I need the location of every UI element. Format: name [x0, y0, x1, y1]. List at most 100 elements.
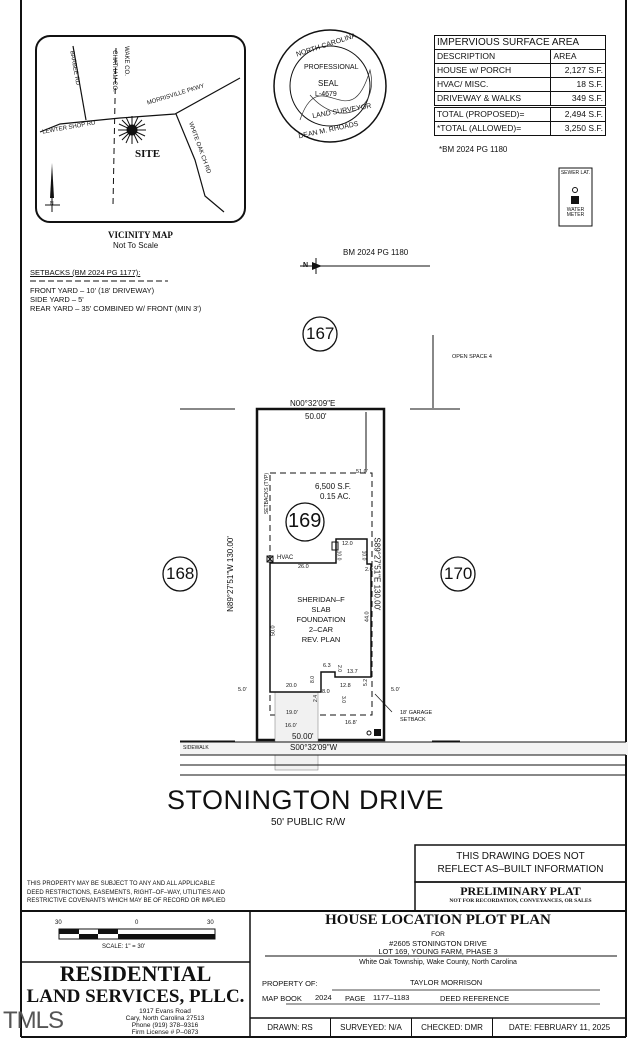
lot-168: 168: [166, 564, 195, 583]
column-header: DESCRIPTION: [433, 49, 552, 64]
dim: 19.0': [286, 710, 298, 716]
plan-lot: LOT 169, YOUNG FARM, PHASE 3: [378, 947, 498, 956]
sidewalk-label: SIDEWALK: [183, 745, 209, 751]
row-area: 2,127 S.F.: [550, 63, 606, 78]
sewer-icon: [572, 187, 578, 193]
house-plan: REV. PLAN: [301, 635, 341, 644]
distance-top: 50.00': [305, 412, 327, 421]
bearing-left: N89°27'51"W 130.00': [225, 536, 235, 612]
plan-address: #2605 STONINGTON DRIVE: [389, 939, 487, 948]
dim: 8.0: [322, 689, 330, 695]
surveyed-by: SURVEYED: N/A: [331, 1018, 412, 1037]
row-area: 3,250 S.F.: [550, 121, 606, 136]
table-title: IMPERVIOUS SURFACE AREA: [434, 35, 606, 50]
house-foundation-2: FOUNDATION: [296, 615, 346, 624]
bearing-bottom: S00°32'09"W: [290, 743, 338, 752]
lot-area-ac: 0.15 AC.: [320, 492, 351, 501]
setbacks-title: SETBACKS (BM 2024 PG 1177):: [30, 268, 141, 277]
surveyor-seal: [273, 29, 387, 143]
row-area: 349 S.F.: [550, 91, 606, 107]
drawn-by: DRAWN: RS: [250, 1018, 331, 1037]
note-line: THIS DRAWING DOES NOT: [456, 851, 585, 862]
house-footprint: [269, 538, 372, 693]
setback-rear: REAR YARD – 35' COMBINED W/ FRONT (MIN 3…: [30, 304, 202, 313]
checked-by: CHECKED: DMR: [412, 1018, 493, 1037]
distance-bottom: 50.00': [292, 732, 314, 741]
plot-north-label: N: [303, 262, 309, 269]
scale-tick: 0: [135, 920, 139, 926]
garage-setback-label: 18' GARAGE SETBACK: [400, 710, 433, 723]
rear-dimension: 51.0': [356, 469, 368, 475]
row-area: 2,494 S.F.: [550, 105, 606, 122]
table-footnote: *BM 2024 PG 1180: [439, 145, 508, 154]
site-starburst-icon: [118, 116, 146, 144]
site-label: SITE: [135, 148, 161, 160]
plot-north-arrow-icon: [300, 258, 430, 274]
lot-167: 167: [306, 324, 335, 343]
dim: 2.0: [365, 567, 373, 573]
company-phone: Phone (919) 378–9316: [131, 1022, 199, 1029]
dim: 13.7: [347, 669, 358, 675]
plan-date: DATE: FEBRUARY 11, 2025: [508, 1023, 611, 1032]
page-value: 1177–1183: [373, 993, 410, 1002]
row-desc: *TOTAL (ALLOWED)=: [433, 121, 552, 136]
side-setback-left: 5.0': [238, 687, 247, 693]
sewer-legend: SEWER LAT.: [560, 170, 591, 176]
bearing-top: N00°32'09"E: [290, 399, 336, 408]
property-of-label: PROPERTY OF:: [262, 979, 318, 988]
row-desc: TOTAL (PROPOSED)=: [433, 105, 552, 122]
asbuilt-note: THIS DRAWING DOES NOT REFLECT AS–BUILT I…: [415, 850, 626, 876]
dim: 16.8': [345, 720, 357, 726]
street-name: STONINGTON DRIVE: [167, 785, 445, 815]
note-line: THIS PROPERTY MAY BE SUBJECT TO ANY AND …: [27, 881, 215, 887]
table-row: TOTAL (PROPOSED)=2,494 S.F.: [433, 105, 606, 122]
dim: 2.0: [335, 665, 342, 672]
restrictions-note: THIS PROPERTY MAY BE SUBJECT TO ANY AND …: [27, 880, 225, 906]
plan-title: HOUSE LOCATION PLOT PLAN: [325, 912, 551, 928]
lot-170: 170: [444, 564, 473, 583]
note-line: REFLECT AS–BUILT INFORMATION: [437, 864, 604, 875]
setbacks-typ: SETBACKS (TYP): [264, 472, 271, 515]
road-label: CHATHAM CO.: [110, 50, 117, 92]
vicinity-map-subtitle: Not To Scale: [113, 241, 159, 250]
company-name-1: RESIDENTIAL: [59, 961, 212, 986]
water-legend: WATER METER: [566, 207, 585, 218]
scale-label: SCALE: 1" = 30': [102, 944, 146, 950]
dim: 10.0: [335, 550, 342, 561]
row-desc: HVAC/ MISC.: [433, 77, 552, 92]
dim: 20.0: [286, 683, 297, 689]
lot-169: 169: [288, 510, 322, 532]
house-label: SHERIDAN–F SLAB FOUNDATION 2–CAR REV. PL…: [276, 595, 366, 645]
row-desc: DRIVEWAY & WALKS: [433, 91, 552, 107]
north-arrow-icon: [45, 163, 60, 212]
dim: 8.0: [309, 676, 316, 683]
scale-tick: 30: [207, 920, 214, 926]
water-meter-icon: [571, 196, 579, 204]
lot-area-sf: 6,500 S.F.: [315, 482, 352, 491]
table-row: HVAC/ MISC.18 S.F.: [433, 77, 606, 92]
open-space-label: OPEN SPACE 4: [452, 354, 492, 360]
setback-lines: [269, 472, 373, 716]
dim: 2.4: [312, 695, 319, 702]
driveway: [274, 691, 319, 771]
seal-professional: PROFESSIONAL: [304, 64, 359, 71]
setback-front: FRONT YARD – 10' (18' DRIVEWAY): [30, 286, 155, 295]
dim: 10.0: [360, 550, 367, 561]
column-header: AREA: [550, 49, 606, 64]
dim: 26.0: [298, 564, 309, 570]
house-model: SHERIDAN–F: [297, 595, 345, 604]
plan-township: White Oak Township, Wake County, North C…: [359, 959, 517, 966]
dim: 44.0: [364, 611, 371, 623]
dim: 6.3: [323, 663, 331, 669]
company-address: 1917 Evans Road Cary, North Carolina 275…: [80, 1008, 250, 1036]
seal-label: SEAL: [318, 79, 339, 88]
house-foundation-1: SLAB: [311, 605, 331, 614]
vicinity-map: [35, 35, 246, 223]
right-of-way: 50' PUBLIC R/W: [271, 817, 346, 828]
map-book-value: 2024: [315, 993, 332, 1002]
not-for-recordation: NOT FOR RECORDATION, CONVEYANCES, OR SAL…: [449, 898, 592, 904]
seal-number: L-4679: [315, 91, 337, 98]
